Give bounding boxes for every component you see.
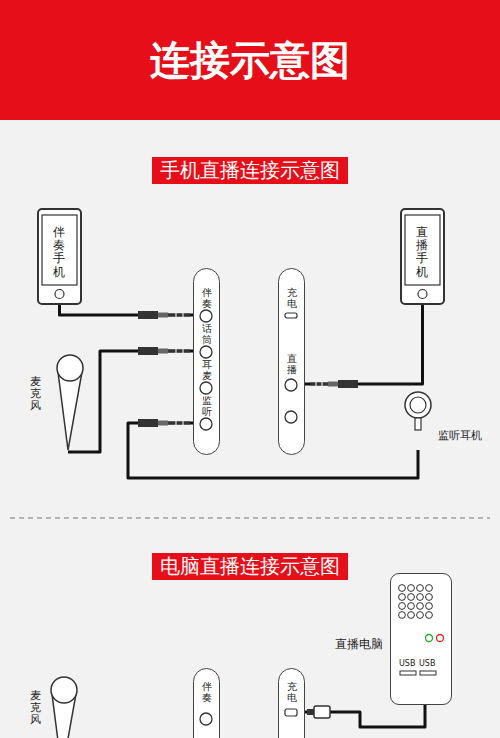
device-panel: 伴奏话筒耳麦监听	[193, 268, 220, 455]
microphone: 麦克风	[28, 352, 90, 452]
cable	[60, 305, 194, 315]
usb-plug	[307, 706, 330, 718]
device-panel: 充电直播	[278, 268, 305, 455]
vertical-label: 伴奏	[202, 287, 212, 309]
label: 监听耳机	[438, 428, 482, 443]
audio-plug	[138, 311, 190, 319]
audio-plug	[310, 380, 358, 388]
page-title: 连接示意图	[0, 0, 500, 120]
audio-plug	[138, 419, 190, 427]
divider-line	[10, 518, 490, 519]
vertical-label: 麦克风	[30, 690, 41, 726]
cable	[305, 305, 423, 384]
section-heading: 电脑直播连接示意图	[152, 553, 348, 580]
vertical-label: 直播手机	[416, 226, 428, 279]
device-panel: 充电	[278, 668, 305, 738]
audio-plug	[138, 347, 190, 355]
label: USB	[399, 659, 415, 668]
vertical-label: 耳麦	[202, 359, 212, 381]
label: USB	[419, 659, 435, 668]
vertical-label: 麦克风	[30, 376, 41, 412]
phone: 直播手机	[400, 208, 445, 305]
vertical-label: 话筒	[202, 323, 212, 345]
device-panel-shape	[194, 669, 219, 738]
cable	[128, 423, 418, 478]
vertical-label: 伴奏	[202, 681, 212, 703]
cable	[68, 351, 193, 452]
phone: 伴奏手机	[37, 208, 82, 305]
device-panel: 伴奏	[193, 668, 220, 738]
vertical-label: 监听	[202, 395, 212, 417]
cable	[305, 705, 425, 727]
computer-shape	[391, 574, 451, 704]
vertical-label: 伴奏手机	[53, 226, 65, 279]
section-heading: 手机直播连接示意图	[152, 157, 348, 184]
microphone: 麦克风	[28, 668, 90, 738]
earphone: 监听耳机	[404, 390, 490, 450]
computer: 直播电脑USBUSB	[390, 573, 452, 705]
vertical-label: 直播	[287, 353, 297, 375]
label: 直播电脑	[335, 636, 383, 653]
vertical-label: 充电	[287, 287, 297, 309]
device-panel-shape	[279, 669, 304, 738]
vertical-label: 充电	[287, 681, 297, 703]
